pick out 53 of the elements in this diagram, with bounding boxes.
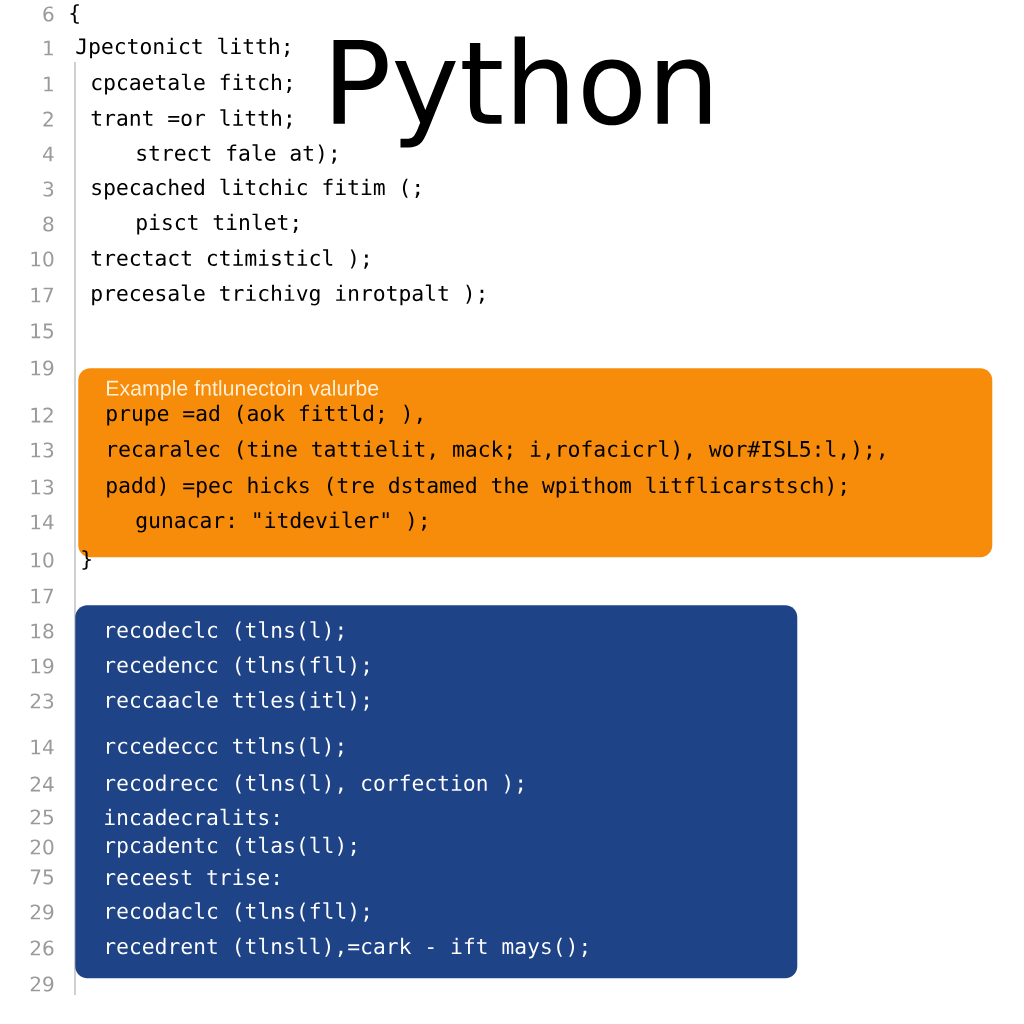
line-number: 25: [30, 809, 53, 825]
line-number: 13: [31, 479, 54, 495]
code-line: prupe =ad (aok fittld; ),: [107, 404, 422, 426]
code-line: }: [82, 550, 91, 570]
line-number: 13: [31, 442, 54, 458]
line-number: 29: [30, 976, 54, 992]
line-number: 19: [31, 658, 54, 674]
line-number: 10: [31, 552, 54, 568]
code-line: rccedeccc ttlns(l);: [107, 737, 343, 757]
code-line: padd) =pec hicks (tre dstamed the wpithom litflicarstsch);: [107, 476, 846, 498]
line-number: 4: [43, 146, 54, 162]
code-line: recedrent (tlnsll),=cark - ift mays();: [107, 937, 587, 959]
line-number: 12: [31, 407, 53, 423]
code-panel: [75, 605, 798, 979]
code-line: pisct tinlet;: [137, 213, 298, 235]
code-line: recodrecc (tlns(l), corfection );: [107, 774, 523, 794]
code-line: incadecralits:: [105, 808, 278, 826]
code-line: recodaclc (tlns(fll);: [107, 902, 368, 922]
code-line: Jpectonict litth;: [76, 37, 289, 59]
code-line: receest trise:: [107, 868, 278, 886]
line-number: 17: [31, 287, 53, 303]
code-line: trectact ctimisticl );: [91, 249, 368, 269]
line-number: 20: [30, 839, 54, 855]
line-number: 24: [30, 776, 54, 792]
code-line: trant =or litth;: [91, 109, 291, 129]
code-line: rpcadentc (tlas(ll);: [107, 836, 356, 858]
code-line: recodeclc (tlns(l);: [107, 621, 343, 641]
line-number: 8: [43, 216, 54, 232]
panel-heading: Example fntlunectoin valurbe: [107, 380, 379, 400]
code-line: precesale trichivg inrotpalt );: [92, 284, 484, 306]
line-number: 1: [44, 76, 53, 92]
line-number: 3: [43, 181, 54, 197]
line-number: 14: [31, 739, 54, 755]
line-number: 26: [30, 940, 54, 956]
line-number: 15: [31, 323, 53, 339]
line-number: 6: [43, 6, 54, 22]
code-line: gunacar: "itdeviler" );: [136, 511, 426, 533]
line-number: 29: [30, 904, 54, 920]
code-line: recaralec (tine tattielit, mack; i,rofacicrl), wor#ISL5:l,);,: [109, 440, 884, 460]
line-number: 2: [43, 111, 53, 127]
line-number: 10: [31, 251, 54, 267]
code-line: reccaacle ttles(itl);: [107, 691, 368, 711]
line-number: 1: [44, 40, 53, 56]
code-line: {: [70, 4, 79, 24]
line-number: 75: [30, 869, 53, 885]
line-number: 18: [31, 623, 54, 639]
line-number: 17: [31, 588, 53, 604]
code-line: recedencc (tlns(fll);: [107, 656, 368, 676]
line-number: 19: [31, 360, 54, 376]
code-line: cpcaetale fitch;: [92, 73, 291, 95]
line-number: 23: [30, 693, 54, 709]
line-number: 14: [31, 514, 54, 530]
code-line: specached litchic fitim (;: [92, 178, 420, 200]
